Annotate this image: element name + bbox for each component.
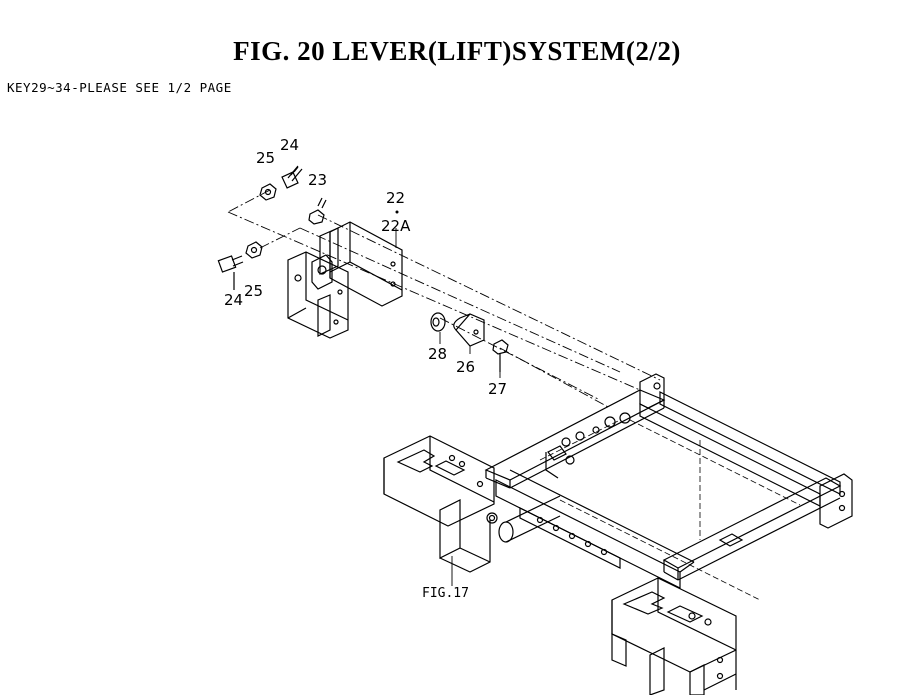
callout-26: 26	[456, 358, 475, 376]
bolt-24-bottom	[217, 255, 244, 290]
callout-22-dot	[395, 210, 399, 214]
callout-22a: 22A	[381, 217, 411, 235]
bracket-22	[287, 251, 349, 339]
screw-27	[492, 339, 509, 372]
callout-25-top: 25	[256, 149, 275, 167]
bolt-24-top	[281, 165, 303, 189]
left-end-bracket	[383, 435, 498, 573]
callout-27: 27	[488, 380, 507, 398]
callout-fig17: FIG.17	[422, 586, 469, 601]
bracket-22a	[319, 221, 403, 307]
main-frame	[484, 373, 853, 601]
callout-22: 22	[386, 189, 405, 207]
nut-25-bottom	[245, 241, 263, 259]
callout-25-bottom: 25	[244, 282, 263, 300]
callout-24-top: 24	[280, 136, 299, 154]
callout-23: 23	[308, 171, 327, 189]
bushing-28	[430, 312, 446, 332]
callout-28: 28	[428, 345, 447, 363]
callout-24-bottom: 24	[224, 291, 243, 309]
reference-note: KEY29~34-PLEASE SEE 1/2 PAGE	[7, 80, 232, 95]
bolt-23	[308, 197, 327, 225]
right-end-bracket	[611, 577, 737, 695]
figure-title: FIG. 20 LEVER(LIFT)SYSTEM(2/2)	[233, 36, 681, 66]
nut-25-top	[259, 183, 277, 201]
leader-lines	[395, 228, 501, 586]
clip-26	[453, 313, 485, 347]
center-lines	[227, 189, 661, 409]
